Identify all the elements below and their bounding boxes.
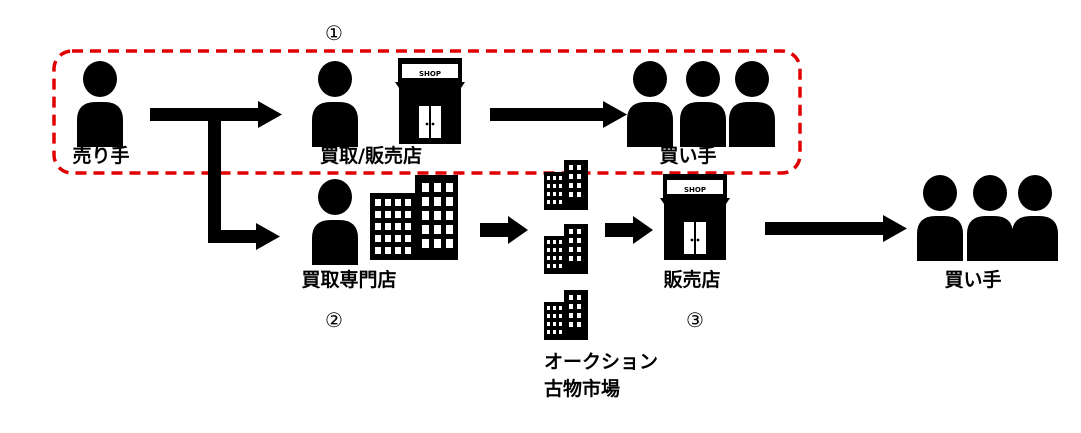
label-buyers-bottom: 買い手 [944, 268, 1001, 291]
buyer-person-icon [627, 61, 673, 147]
office-buildings-icon [370, 175, 458, 260]
auction-building-icon [544, 290, 588, 340]
buyer-person-icon [917, 175, 963, 261]
auction-building-icon [544, 224, 588, 274]
arrow-auction-to-store [605, 223, 635, 237]
buyback-staff-person-icon [312, 179, 358, 265]
arrow-seller-to-store [150, 108, 260, 121]
label-auction-line1: オークション [544, 351, 658, 373]
highlight-frame [52, 49, 802, 175]
buy-sell-staff-person-icon [312, 61, 358, 147]
label-retail-store: 販売店 [663, 268, 720, 291]
buyer-person-icon [967, 175, 1013, 261]
marker-3: ③ [686, 308, 704, 332]
label-buyers-top: 買い手 [659, 144, 716, 167]
label-buy-sell-store: 買取/販売店 [320, 144, 422, 167]
seller-person-icon [77, 61, 123, 147]
buyer-person-icon [1012, 175, 1058, 261]
arrow-to-buyback [208, 230, 258, 243]
label-buyback-specialty: 買取専門店 [301, 268, 396, 291]
label-seller: 売り手 [72, 144, 129, 167]
arrow-store-to-buyers [490, 108, 605, 121]
flow-arrows [150, 101, 907, 250]
arrow-branch-down [208, 114, 221, 242]
arrow-buyback-to-auction [480, 223, 510, 237]
marker-2: ② [325, 308, 343, 332]
svg-text:SHOP: SHOP [419, 70, 441, 78]
shop-icon-bottom: SHOP [659, 173, 731, 261]
shop-icon-top: SHOP [394, 57, 466, 145]
arrow-store-to-buyers-bottom [765, 222, 885, 235]
buyer-person-icon [729, 61, 775, 147]
marker-1: ① [325, 21, 343, 45]
buyer-person-icon [680, 61, 726, 147]
auction-building-icon [544, 160, 588, 210]
svg-text:SHOP: SHOP [684, 186, 706, 194]
label-auction-line2: 古物市場 [544, 377, 620, 400]
